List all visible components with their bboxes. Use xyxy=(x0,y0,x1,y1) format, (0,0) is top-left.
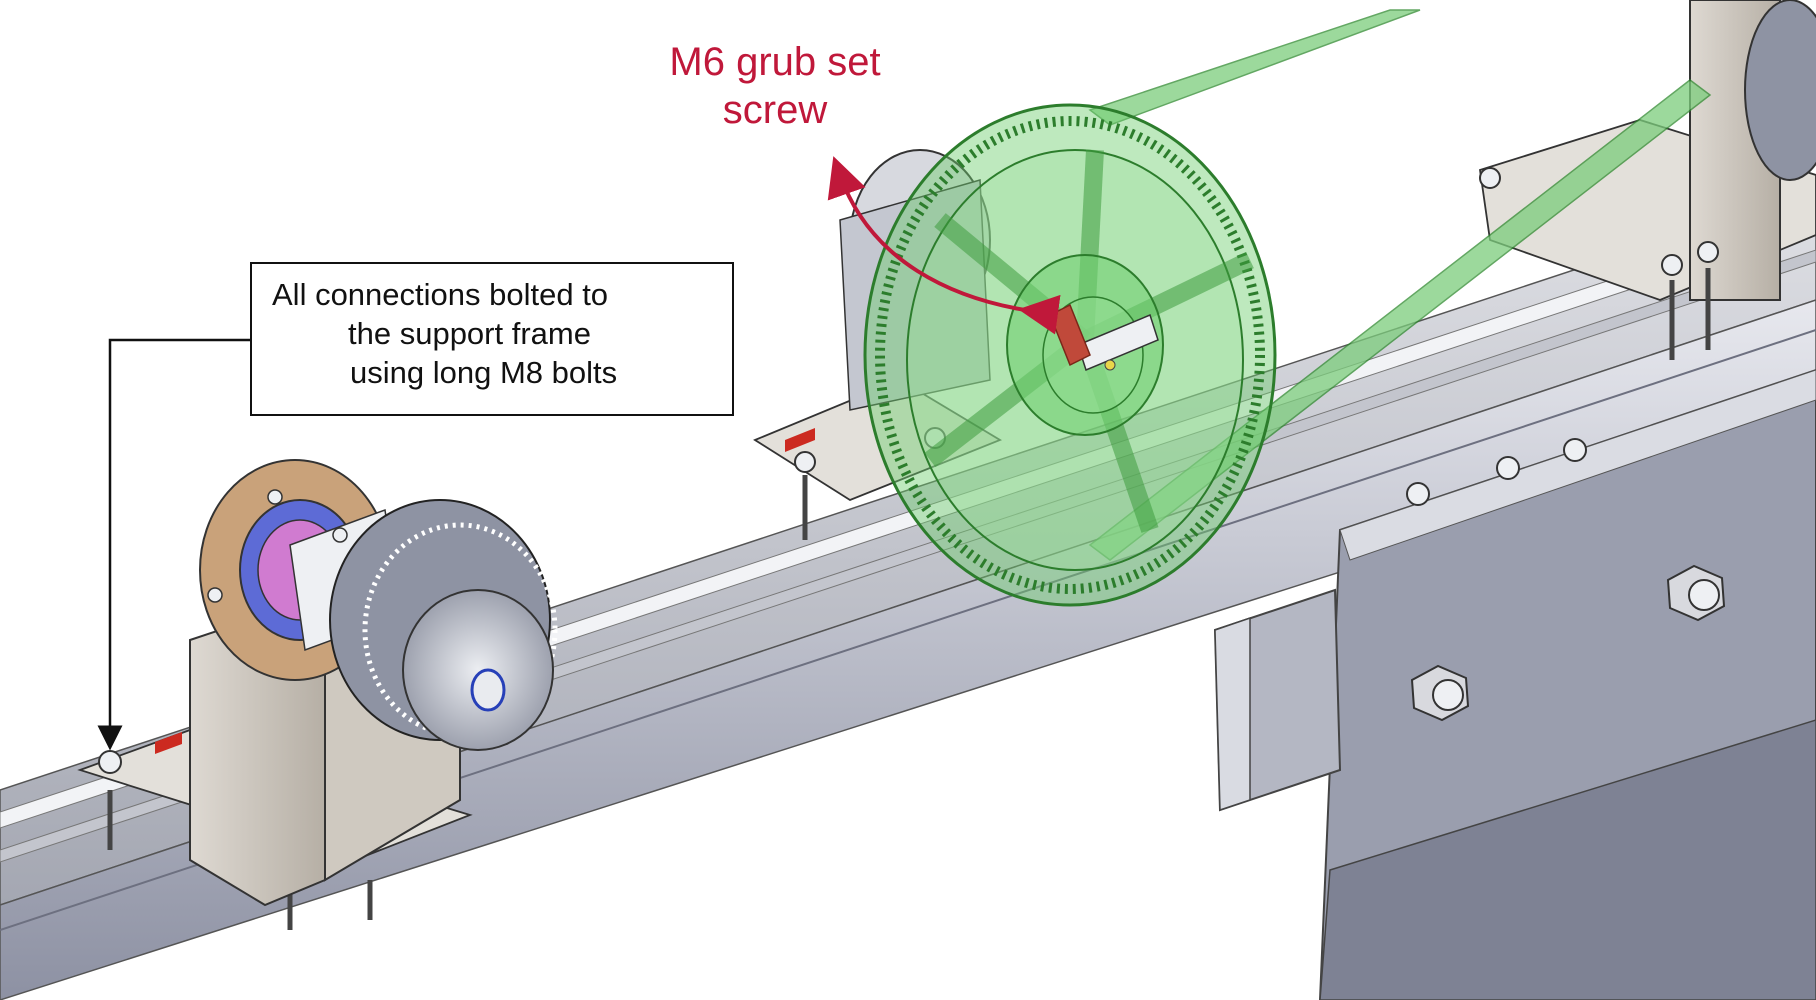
large-timing-pulley xyxy=(863,103,1277,607)
callout-line3: using long M8 bolts xyxy=(350,355,618,390)
timing-belt xyxy=(1088,9,1712,561)
grub-screw-label: M6 grub set screw xyxy=(600,38,950,134)
rail-bolts xyxy=(1406,438,1587,506)
grub-screw-label-line2: screw xyxy=(722,88,828,132)
grub-screw-label-line1: M6 grub set xyxy=(669,40,881,84)
frame-plate xyxy=(1213,368,1816,1000)
hex-bolt xyxy=(1410,664,1470,722)
callout-line2: the support frame xyxy=(348,316,591,351)
right-bracket-assembly xyxy=(1479,0,1816,360)
hex-bolt xyxy=(1666,564,1726,622)
grub-screw-pointer-arrow xyxy=(827,156,1061,335)
callout-line1: All connections bolted to xyxy=(272,277,609,312)
bolted-connections-callout: All connections bolted to the support fr… xyxy=(250,262,734,416)
callout-leader-arrow xyxy=(97,338,250,751)
left-pulley-assembly xyxy=(77,459,558,930)
